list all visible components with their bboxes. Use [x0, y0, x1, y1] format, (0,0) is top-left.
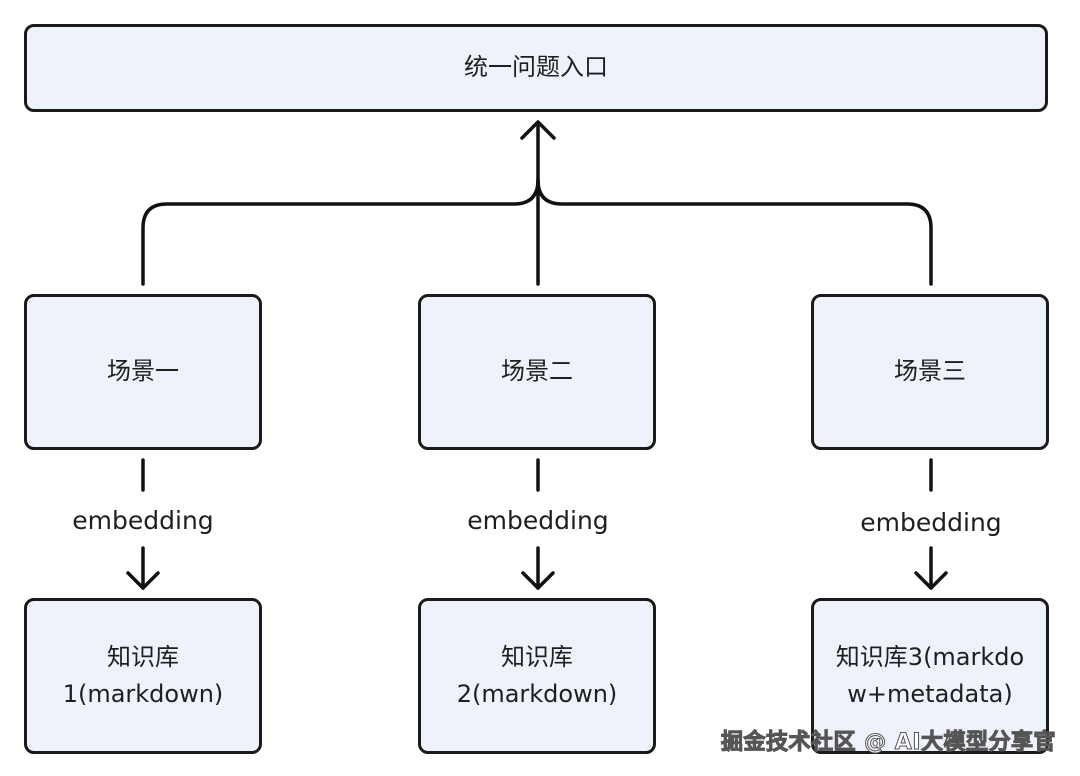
scene-1-label: 场景一	[107, 357, 179, 386]
scene-2-label: 场景二	[501, 357, 573, 386]
scene-node-3: 场景三	[811, 294, 1049, 450]
watermark-text: 掘金技术社区 @ AI大模型分享官	[720, 730, 1056, 756]
unified-entry-label: 统一问题入口	[464, 53, 608, 82]
scene-3-label: 场景三	[894, 357, 966, 386]
scene-node-1: 场景一	[24, 294, 262, 450]
arrowhead-kb2	[521, 571, 555, 590]
knowledge-base-node-2: 知识库 2(markdown)	[418, 598, 656, 754]
edge-label-embedding-3: embedding	[831, 507, 1031, 539]
knowledge-base-node-3: 知识库3(markdo w+metadata)	[811, 598, 1049, 754]
arrowhead-kb1	[126, 571, 160, 590]
knowledge-base-3-label: 知识库3(markdo w+metadata)	[835, 642, 1025, 708]
arrowhead-kb3	[914, 571, 948, 590]
knowledge-base-2-label: 知识库 2(markdown)	[456, 642, 618, 708]
connector-scene3-to-entry	[536, 178, 933, 286]
knowledge-base-1-label: 知识库 1(markdown)	[62, 642, 224, 708]
scene-node-2: 场景二	[418, 294, 656, 450]
connector-scene1-to-entry	[141, 178, 540, 286]
knowledge-base-node-1: 知识库 1(markdown)	[24, 598, 262, 754]
unified-entry-node: 统一问题入口	[24, 24, 1048, 112]
edge-label-embedding-2: embedding	[438, 505, 638, 537]
arrowhead-entry	[520, 120, 556, 140]
edge-label-embedding-1: embedding	[43, 505, 243, 537]
